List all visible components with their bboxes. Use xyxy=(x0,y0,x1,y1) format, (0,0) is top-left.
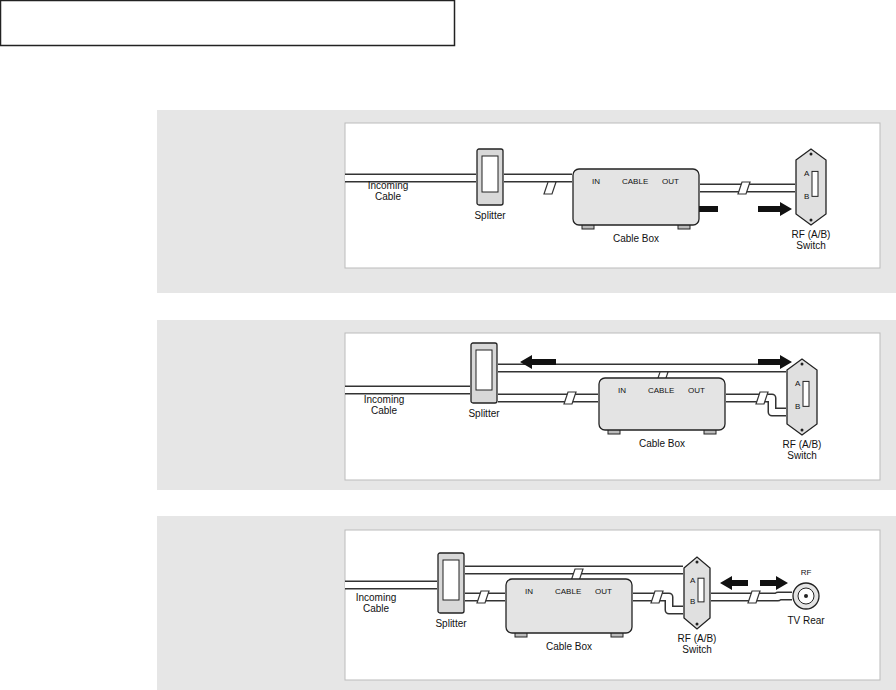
cable-label: Incoming Cable xyxy=(362,180,414,202)
part-label: B xyxy=(804,192,809,201)
part-label: RF (A/B) Switch xyxy=(776,439,828,461)
coax-cable xyxy=(498,368,786,369)
direction-arrows xyxy=(520,202,792,590)
splitter-shape xyxy=(437,552,465,614)
title-frame xyxy=(1,1,455,46)
part-label: Splitter xyxy=(474,210,505,221)
part-label: RF (A/B) Switch xyxy=(785,229,837,251)
splitter-box: Splitter xyxy=(476,148,504,206)
splitter-shape xyxy=(470,342,498,404)
coax-cable xyxy=(726,398,786,412)
part-label: OUT xyxy=(688,386,705,395)
rf-switch: ABRF (A/B) Switch xyxy=(683,556,711,630)
part-label: Cable Box xyxy=(639,438,685,449)
part-label: IN xyxy=(525,587,533,596)
part-label: TV Rear xyxy=(787,615,824,626)
part-label: RF (A/B) Switch xyxy=(671,633,723,655)
part-label: CABLE xyxy=(555,587,581,596)
switch-shape xyxy=(795,148,827,226)
part-label: B xyxy=(795,402,800,411)
part-label: Cable Box xyxy=(546,641,592,652)
part-label: CABLE xyxy=(622,177,648,186)
switch-shape xyxy=(683,556,711,630)
tv-shape xyxy=(792,580,820,612)
step-panel xyxy=(157,320,896,490)
part-label: CABLE xyxy=(648,386,674,395)
part-label: RF xyxy=(801,568,812,577)
part-label: Splitter xyxy=(468,408,499,419)
splitter-shape xyxy=(476,148,504,206)
box-shape xyxy=(598,377,726,435)
cable-box: INCABLEOUTCable Box xyxy=(598,377,726,435)
cable-label: Incoming Cable xyxy=(358,394,410,416)
part-label: B xyxy=(690,597,695,606)
part-label: A xyxy=(795,379,800,388)
splitter-box: Splitter xyxy=(470,342,498,404)
incoming-cable xyxy=(345,178,476,585)
coax-cable xyxy=(498,398,598,399)
part-label: OUT xyxy=(595,587,612,596)
part-label: A xyxy=(690,576,695,585)
part-label: IN xyxy=(618,386,626,395)
cable-breaks xyxy=(477,182,768,603)
part-label: A xyxy=(804,169,809,178)
step-panel xyxy=(157,110,896,293)
switch-shape xyxy=(786,358,818,436)
tv-rf-jack: RFTV Rear xyxy=(792,580,820,612)
part-label: IN xyxy=(592,177,600,186)
part-label: Cable Box xyxy=(613,233,659,244)
part-label: OUT xyxy=(662,177,679,186)
part-label: Splitter xyxy=(435,618,466,629)
coax-cable xyxy=(504,178,572,179)
rf-switch: ABRF (A/B) Switch xyxy=(786,358,818,436)
step-panel xyxy=(157,516,896,690)
illustration-panel xyxy=(345,530,880,680)
cable-label: Incoming Cable xyxy=(350,592,402,614)
cable-box: INCABLEOUTCable Box xyxy=(572,168,700,230)
cable-box: INCABLEOUTCable Box xyxy=(505,578,633,638)
rf-switch: ABRF (A/B) Switch xyxy=(795,148,827,226)
illustration-panel xyxy=(345,123,880,268)
splitter-box: Splitter xyxy=(437,552,465,614)
illustration-panel xyxy=(345,333,880,480)
